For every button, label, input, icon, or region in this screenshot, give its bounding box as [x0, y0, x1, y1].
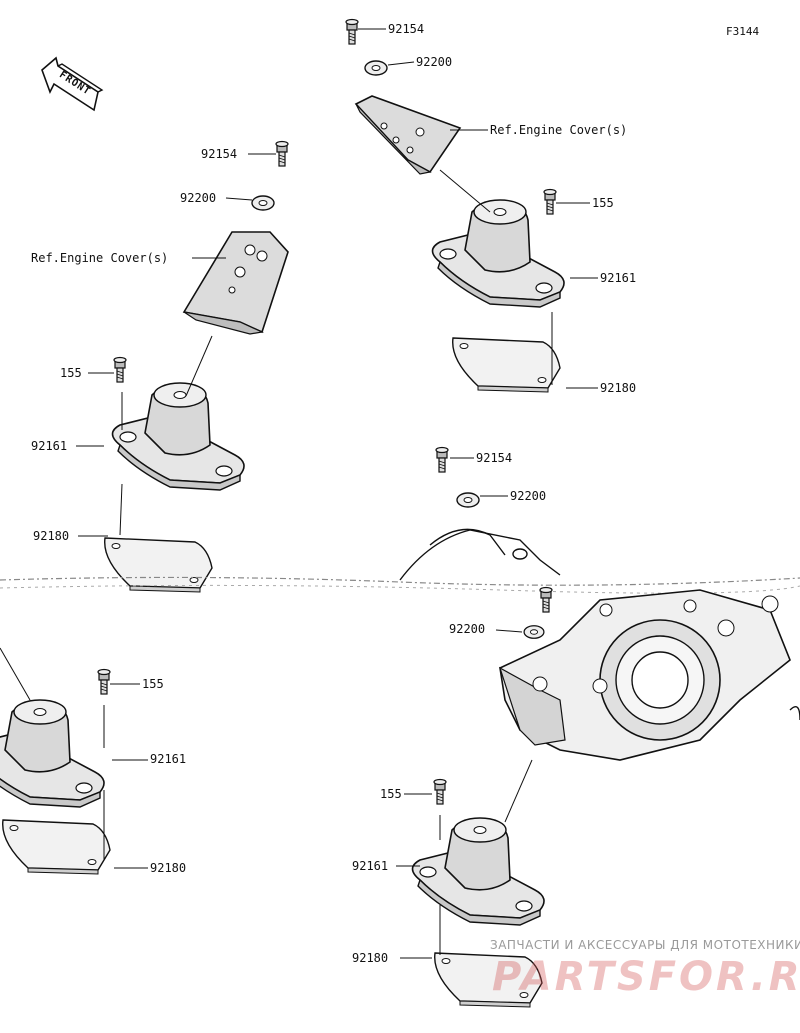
callout-92154: 92154 — [388, 22, 425, 36]
callout-92200: 92200 — [180, 191, 217, 205]
engine-bracket-top-left — [182, 231, 289, 335]
callout-ref-engine-cover: Ref.Engine Cover(s) — [31, 251, 169, 265]
leader-lines — [0, 28, 598, 959]
callout-155: 155 — [60, 366, 82, 380]
callout-92161: 92161 — [150, 752, 187, 766]
callout-155: 155 — [142, 677, 164, 691]
watermark-tagline: ЗАПЧАСТИ И АКСЕССУАРЫ ДЛЯ МОТОТЕХНИКИ — [490, 938, 800, 952]
callout-92161: 92161 — [352, 859, 389, 873]
scan-divider — [0, 576, 800, 586]
callout-ref-engine-cover: Ref.Engine Cover(s) — [490, 123, 628, 137]
figure-number: F3144 — [726, 25, 760, 38]
callout-92200: 92200 — [510, 489, 547, 503]
callout-92180: 92180 — [150, 861, 187, 875]
callout-92154: 92154 — [476, 451, 513, 465]
callout-155: 155 — [592, 196, 614, 210]
callout-92180: 92180 — [352, 951, 389, 965]
callout-92161: 92161 — [31, 439, 68, 453]
callout-92200: 92200 — [449, 622, 486, 636]
watermark-brand: PARTSFOR.RU — [492, 954, 800, 1000]
front-arrow-icon — [41, 56, 104, 112]
engine-bracket-top-right — [354, 95, 462, 175]
callout-155: 155 — [380, 787, 402, 801]
callout-92200: 92200 — [416, 55, 453, 69]
callout-92161: 92161 — [600, 271, 637, 285]
callout-92154: 92154 — [201, 147, 238, 161]
crankcase-outline — [399, 528, 561, 581]
callout-92180: 92180 — [33, 529, 70, 543]
callout-92180: 92180 — [600, 381, 637, 395]
engine-case-bottom-right — [498, 589, 800, 761]
